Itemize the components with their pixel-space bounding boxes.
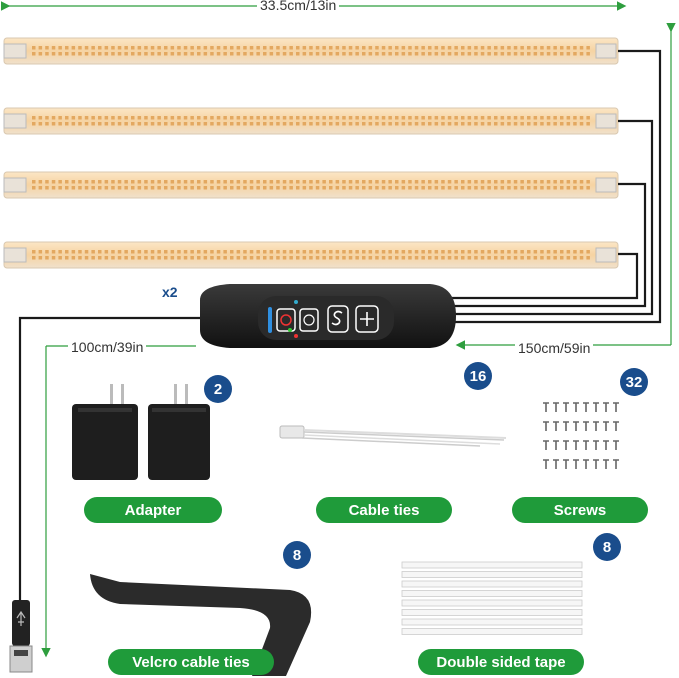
screw-icon	[593, 459, 599, 469]
screw-icon	[603, 459, 609, 469]
tape-count-badge: 8	[593, 533, 621, 561]
screw-icon	[563, 421, 569, 431]
cable-ties-icon	[279, 425, 507, 447]
screw-icon	[573, 440, 579, 450]
screw-icon	[613, 440, 619, 450]
tape-strip	[401, 628, 583, 635]
screw-icon	[593, 421, 599, 431]
screw-icon	[593, 440, 599, 450]
screw-icon	[573, 421, 579, 431]
screw-icon	[613, 459, 619, 469]
screw-icon	[543, 421, 549, 431]
screw-icon	[543, 440, 549, 450]
screw-icon	[553, 402, 559, 412]
tape-strip	[401, 599, 583, 607]
cable-ties-label: Cable ties	[316, 497, 452, 523]
controller-multiplier: x2	[162, 284, 178, 300]
usb-cable-length-label: 100cm/39in	[68, 339, 147, 355]
led-bars	[3, 37, 619, 269]
velcro-label: Velcro cable ties	[108, 649, 274, 675]
screw-icon	[573, 402, 579, 412]
led-bar	[3, 107, 619, 135]
tape-strip	[401, 609, 583, 616]
led-bar	[3, 37, 619, 65]
adapter-pair-icon	[72, 384, 210, 480]
screws-icon	[543, 402, 619, 469]
screw-icon	[583, 402, 589, 412]
screw-icon	[583, 440, 589, 450]
screw-icon	[603, 440, 609, 450]
screw-icon	[583, 459, 589, 469]
led-bar	[3, 241, 619, 269]
usb-plug-icon	[9, 600, 33, 673]
screw-icon	[583, 421, 589, 431]
screw-icon	[553, 421, 559, 431]
tape-strip	[401, 590, 583, 597]
tape-strip	[401, 618, 583, 626]
tape-label: Double sided tape	[418, 649, 584, 675]
tape-strip	[401, 561, 583, 569]
bar-cable-length-label: 150cm/59in	[515, 340, 594, 356]
screw-icon	[543, 459, 549, 469]
double-sided-tape-icon	[401, 561, 583, 635]
screw-icon	[603, 402, 609, 412]
velcro-tie-icon	[90, 574, 312, 676]
velcro-count-badge: 8	[283, 541, 311, 569]
screw-icon	[553, 440, 559, 450]
screw-icon	[613, 421, 619, 431]
screw-icon	[563, 440, 569, 450]
screws-count-badge: 32	[620, 368, 648, 396]
screw-icon	[563, 402, 569, 412]
led-bar	[3, 171, 619, 199]
controller-body	[200, 284, 456, 348]
screw-icon	[573, 459, 579, 469]
screw-icon	[563, 459, 569, 469]
screw-icon	[543, 402, 549, 412]
screws-label: Screws	[512, 497, 648, 523]
tape-strip	[401, 571, 583, 578]
usb-cable	[18, 316, 200, 610]
screw-icon	[613, 402, 619, 412]
adapter-count-badge: 2	[204, 375, 232, 403]
tape-strip	[401, 580, 583, 588]
adapter-label: Adapter	[84, 497, 222, 523]
screw-icon	[603, 421, 609, 431]
bar-cables	[450, 49, 662, 324]
bar-length-label: 33.5cm/13in	[257, 0, 340, 13]
screw-icon	[593, 402, 599, 412]
screw-icon	[553, 459, 559, 469]
cable-ties-count-badge: 16	[464, 362, 492, 390]
